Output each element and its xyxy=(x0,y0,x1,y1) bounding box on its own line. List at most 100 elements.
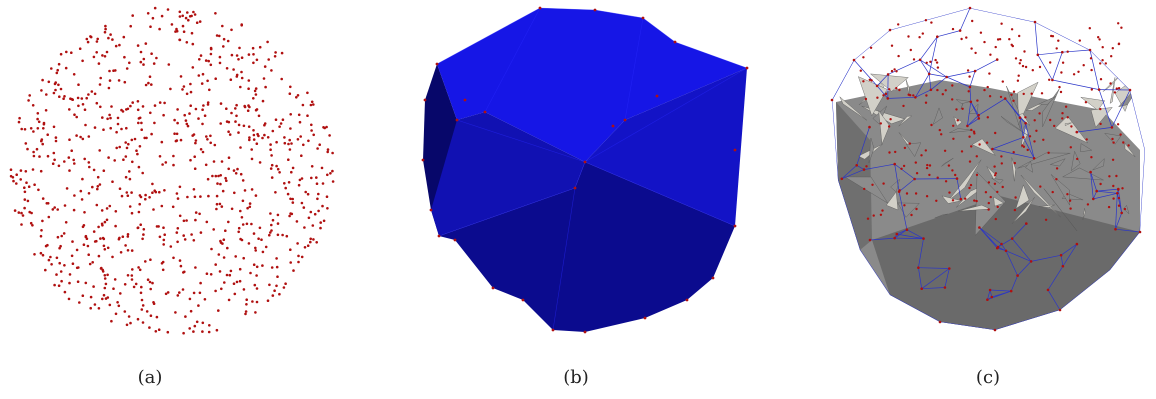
mesh-point xyxy=(859,69,862,72)
mesh-vertex xyxy=(1120,211,1123,215)
point xyxy=(108,204,112,208)
point xyxy=(73,194,76,197)
mesh-point xyxy=(1108,175,1111,178)
point xyxy=(230,207,234,211)
mesh-vertex xyxy=(1117,187,1120,191)
point xyxy=(103,30,107,34)
point xyxy=(128,170,131,173)
point xyxy=(224,229,227,232)
mesh-vertex xyxy=(855,164,858,167)
mesh-edge xyxy=(970,101,979,116)
mesh-vertex xyxy=(922,237,925,240)
point xyxy=(125,323,129,327)
point xyxy=(253,89,257,93)
point xyxy=(219,182,222,186)
point xyxy=(142,228,146,231)
mesh-vertex xyxy=(893,162,896,166)
mesh-edge xyxy=(1060,255,1064,267)
point xyxy=(49,255,52,259)
mesh-edge xyxy=(1062,49,1091,53)
point xyxy=(150,83,153,86)
point xyxy=(25,181,28,184)
point xyxy=(111,38,114,41)
point xyxy=(138,145,142,148)
point xyxy=(58,95,61,98)
point xyxy=(139,223,142,226)
point xyxy=(28,94,32,97)
point xyxy=(107,156,110,159)
mesh-vertex xyxy=(948,267,951,270)
point xyxy=(81,137,85,141)
mesh-edge xyxy=(1092,190,1098,200)
mesh-point xyxy=(1069,146,1072,149)
point xyxy=(175,192,179,195)
point xyxy=(285,234,289,238)
point xyxy=(20,127,24,131)
point xyxy=(284,186,288,190)
point xyxy=(254,311,257,314)
point xyxy=(136,152,139,156)
point xyxy=(237,226,241,230)
mesh-edge xyxy=(1034,21,1039,55)
mesh-edge xyxy=(887,96,916,99)
point xyxy=(92,168,96,172)
point xyxy=(209,52,213,56)
point xyxy=(155,56,158,60)
mesh-point xyxy=(895,87,898,90)
mesh-edge xyxy=(928,73,932,90)
point xyxy=(195,21,199,25)
point xyxy=(176,121,179,125)
point xyxy=(36,127,40,130)
mesh-edge xyxy=(1022,137,1035,159)
tet-facet xyxy=(1015,184,1030,210)
point xyxy=(267,58,271,61)
mesh-point xyxy=(968,160,972,163)
mesh-edge xyxy=(887,59,921,75)
mesh-point xyxy=(1099,122,1102,126)
point xyxy=(199,195,202,198)
point xyxy=(219,102,223,105)
point xyxy=(167,63,171,66)
tet-facet xyxy=(1064,122,1072,126)
point xyxy=(18,116,21,120)
point xyxy=(198,212,201,216)
point xyxy=(278,125,281,128)
tet-facet xyxy=(878,109,890,145)
point xyxy=(103,220,107,224)
mesh-vertex xyxy=(886,73,890,76)
point xyxy=(20,211,23,215)
point xyxy=(98,149,101,152)
point xyxy=(113,159,116,162)
point xyxy=(92,285,95,288)
point xyxy=(310,165,314,168)
point xyxy=(261,250,265,254)
point xyxy=(255,274,258,277)
point xyxy=(141,171,144,175)
point xyxy=(218,34,221,38)
point xyxy=(148,75,152,78)
point xyxy=(197,304,200,307)
point xyxy=(151,191,154,194)
mesh-point xyxy=(969,183,973,187)
mesh-edge xyxy=(1025,123,1035,159)
point xyxy=(296,94,300,97)
point xyxy=(26,199,30,203)
point xyxy=(243,189,247,192)
point xyxy=(205,135,208,138)
point xyxy=(64,221,68,224)
mesh-edge xyxy=(894,237,924,239)
point xyxy=(95,101,99,105)
point xyxy=(312,133,316,137)
mesh-point xyxy=(1044,218,1048,221)
mesh-point xyxy=(1038,65,1042,69)
mesh-vertex xyxy=(977,117,981,120)
point xyxy=(160,204,164,208)
point xyxy=(244,310,248,313)
point xyxy=(174,311,177,314)
point xyxy=(23,190,27,194)
point xyxy=(276,222,280,225)
point xyxy=(271,218,275,222)
mesh-vertex xyxy=(988,288,992,292)
point xyxy=(68,273,72,276)
mesh-point xyxy=(979,31,983,34)
